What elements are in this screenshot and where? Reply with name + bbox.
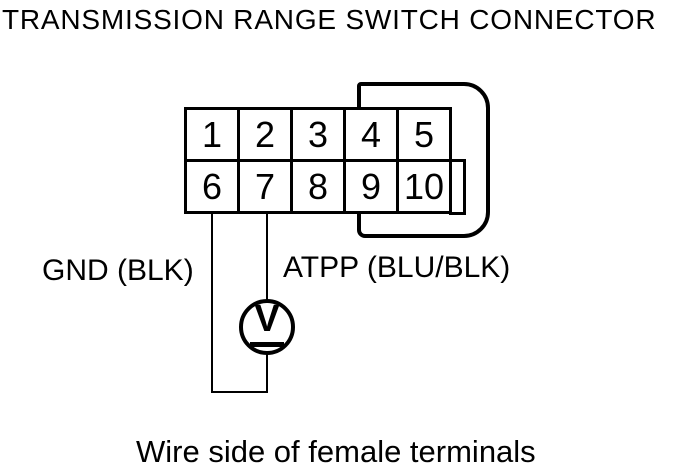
pin-cell-5: 5 [396, 107, 452, 162]
pin-cell-4: 4 [343, 107, 399, 162]
pin-cell-9: 9 [343, 159, 399, 214]
voltmeter-symbol: V [254, 298, 280, 340]
wire-pin7-upper [266, 213, 268, 300]
pin-cell-7: 7 [237, 159, 293, 214]
pin-cell-8: 8 [290, 159, 346, 214]
wire-pin6 [211, 213, 213, 393]
pin-cell-3: 3 [290, 107, 346, 162]
atpp-wire-label: ATPP (BLU/BLK) [283, 251, 511, 285]
pin-cell-10: 10 [396, 159, 452, 214]
wire-bottom-return [211, 391, 268, 393]
pin-row-top: 1 2 3 4 5 [184, 107, 452, 162]
pin-grid: 1 2 3 4 5 6 7 8 9 10 [184, 107, 452, 214]
gnd-wire-label: GND (BLK) [42, 254, 194, 288]
voltmeter-underline [250, 342, 284, 347]
wire-pin7-lower [266, 352, 268, 393]
pin-cell-1: 1 [184, 107, 240, 162]
voltmeter-icon: V [239, 299, 295, 355]
pin-row-bottom: 6 7 8 9 10 [184, 159, 452, 214]
diagram-title: TRANSMISSION RANGE SWITCH CONNECTOR [2, 4, 657, 35]
pin-cell-6: 6 [184, 159, 240, 214]
pin-cell-2: 2 [237, 107, 293, 162]
diagram-caption: Wire side of female terminals [136, 434, 536, 468]
